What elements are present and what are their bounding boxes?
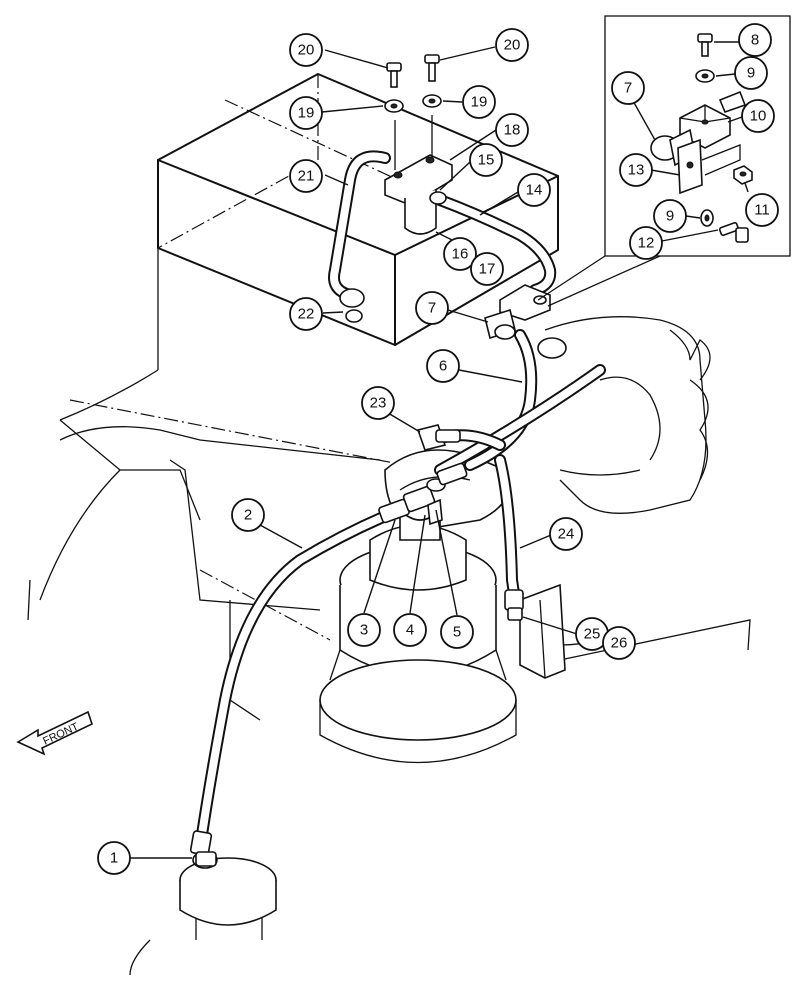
callout-19-right: 19 <box>462 85 496 119</box>
callout-3: 3 <box>347 613 381 647</box>
callout-16: 16 <box>443 237 477 271</box>
svg-text:7: 7 <box>624 80 632 97</box>
svg-text:21: 21 <box>298 168 315 185</box>
callout-18: 18 <box>495 113 529 147</box>
callout-17: 17 <box>470 252 504 286</box>
svg-text:16: 16 <box>452 246 469 263</box>
leader-lines <box>130 41 749 859</box>
callout-13: 13 <box>619 153 653 187</box>
callout-19-left: 19 <box>289 96 323 130</box>
svg-text:20: 20 <box>504 37 521 54</box>
callout-24: 24 <box>549 517 583 551</box>
svg-text:5: 5 <box>453 624 461 641</box>
callout-15: 15 <box>469 143 503 177</box>
callout-6: 6 <box>426 349 460 383</box>
svg-text:9: 9 <box>747 65 755 82</box>
svg-text:8: 8 <box>751 32 759 49</box>
callout-4: 4 <box>393 613 427 647</box>
svg-text:14: 14 <box>526 182 543 199</box>
callout-25: 25 <box>575 617 609 651</box>
callout-26: 26 <box>602 626 636 660</box>
callouts: 1 2 3 4 5 6 7 7 8 9 9 10 11 12 13 14 15 … <box>97 23 779 875</box>
callout-9-lower: 9 <box>653 199 687 233</box>
svg-text:13: 13 <box>628 162 645 179</box>
callout-2: 2 <box>231 498 265 532</box>
svg-text:25: 25 <box>584 626 601 643</box>
callout-7-main: 7 <box>415 291 449 325</box>
svg-text:9: 9 <box>666 208 674 225</box>
hose-clamp <box>339 288 365 323</box>
filter-assembly <box>384 115 453 235</box>
svg-text:24: 24 <box>558 526 575 543</box>
svg-text:3: 3 <box>360 622 368 639</box>
elbow-fitting <box>416 424 461 451</box>
callout-8: 8 <box>738 23 772 57</box>
hose-end-fitting <box>189 830 217 867</box>
callout-22: 22 <box>289 297 323 331</box>
callout-12: 12 <box>629 226 663 260</box>
callout-20-right: 20 <box>495 28 529 62</box>
svg-text:12: 12 <box>638 235 655 252</box>
inset-detail <box>537 15 791 307</box>
svg-text:23: 23 <box>370 395 387 412</box>
lower-fitting <box>504 589 524 621</box>
svg-text:26: 26 <box>611 635 628 652</box>
front-arrow-icon: FRONT <box>16 710 93 756</box>
callout-10: 10 <box>741 99 775 133</box>
svg-text:19: 19 <box>298 105 315 122</box>
svg-text:15: 15 <box>478 152 495 169</box>
callout-21: 21 <box>289 159 323 193</box>
tee-fitting <box>378 462 468 526</box>
svg-text:19: 19 <box>471 94 488 111</box>
callout-11: 11 <box>745 193 779 227</box>
svg-text:20: 20 <box>298 42 315 59</box>
svg-text:1: 1 <box>110 850 118 867</box>
valve-block <box>519 583 566 679</box>
callout-23: 23 <box>361 386 395 420</box>
svg-text:2: 2 <box>244 507 252 524</box>
svg-text:22: 22 <box>298 306 315 323</box>
svg-text:17: 17 <box>479 261 496 278</box>
svg-text:7: 7 <box>428 300 436 317</box>
solenoid-valve <box>484 284 551 340</box>
svg-text:4: 4 <box>406 622 414 639</box>
svg-text:10: 10 <box>750 108 767 125</box>
callout-9-top: 9 <box>734 56 768 90</box>
bottom-fitting <box>129 851 277 976</box>
hoses <box>194 150 606 854</box>
svg-text:11: 11 <box>754 202 770 219</box>
svg-text:6: 6 <box>439 358 447 375</box>
callout-20-left: 20 <box>289 33 323 67</box>
callout-5: 5 <box>440 615 474 649</box>
pump-assembly <box>537 316 711 514</box>
svg-text:18: 18 <box>504 122 521 139</box>
top-bolts <box>384 54 442 113</box>
callout-1: 1 <box>97 841 131 875</box>
callout-14: 14 <box>517 173 551 207</box>
callout-7-inset: 7 <box>611 71 645 105</box>
